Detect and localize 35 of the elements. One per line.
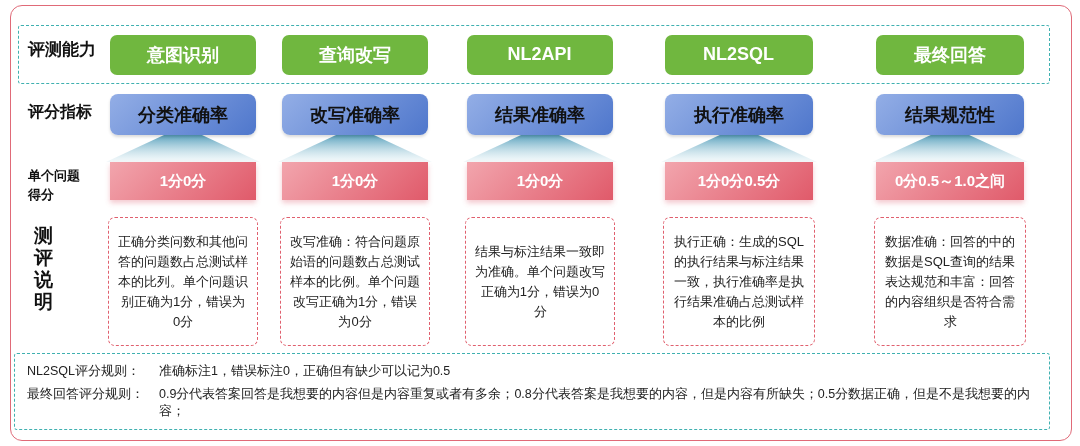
rule-heading: 最终回答评分规则： <box>27 386 145 403</box>
metric-box: 结果规范性 <box>876 94 1024 135</box>
row-heading: 测评说明 <box>34 225 54 313</box>
description-box: 改写准确：符合问题原始语的问题数占总测试样本的比例。单个问题改写正确为1分，错误为0分 <box>280 217 430 346</box>
row-heading: 单个问题得分 <box>28 167 81 204</box>
spotlight-beam <box>661 135 817 162</box>
score-box: 1分0分 <box>282 162 428 200</box>
capability-box: 最终回答 <box>875 34 1024 75</box>
spotlight-beam <box>106 135 260 162</box>
capability-box: 查询改写 <box>281 34 428 75</box>
rule-text: 准确标注1，错误标注0，正确但有缺少可以记为0.5 <box>159 363 452 380</box>
group-frame <box>18 25 1050 84</box>
description-box: 正确分类问数和其他问答的问题数占总测试样本的比列。单个问题识别正确为1分，错误为0分 <box>108 217 258 346</box>
rules-panel <box>14 353 1050 430</box>
score-box: 0分0.5～1.0之间 <box>876 162 1024 200</box>
spotlight-beam <box>278 135 432 162</box>
metric-box: 分类准确率 <box>110 94 256 135</box>
description-box: 结果与标注结果一致即为准确。单个问题改写正确为1分，错误为0分 <box>465 217 615 346</box>
row-heading: 评测能力 <box>28 39 96 61</box>
rule-text: 0.9分代表答案回答是我想要的内容但是内容重复或者有多余；0.8分代表答案是我想要的内容，但是内容有所缺失；0.5分数据正确，但是不是我想要的内容； <box>159 386 1032 420</box>
rule-heading: NL2SQL评分规则： <box>27 363 141 380</box>
description-box: 数据准确：回答的中的数据是SQL查询的结果表达规范和丰富：回答的内容组织是否符合需求 <box>874 217 1026 346</box>
spotlight-beam <box>872 135 1028 162</box>
row-heading: 评分指标 <box>28 102 92 122</box>
capability-box: 意图识别 <box>109 34 256 75</box>
score-box: 1分0分0.5分 <box>665 162 813 200</box>
capability-box: NL2SQL <box>664 34 813 75</box>
metric-box: 结果准确率 <box>467 94 613 135</box>
score-box: 1分0分 <box>110 162 256 200</box>
description-box: 执行正确：生成的SQL的执行结果与标注结果一致，执行准确率是执行结果准确占总测试样本的比例 <box>663 217 815 346</box>
metric-box: 改写准确率 <box>282 94 428 135</box>
metric-box: 执行准确率 <box>665 94 813 135</box>
spotlight-beam <box>463 135 617 162</box>
capability-box: NL2API <box>466 34 613 75</box>
score-box: 1分0分 <box>467 162 613 200</box>
